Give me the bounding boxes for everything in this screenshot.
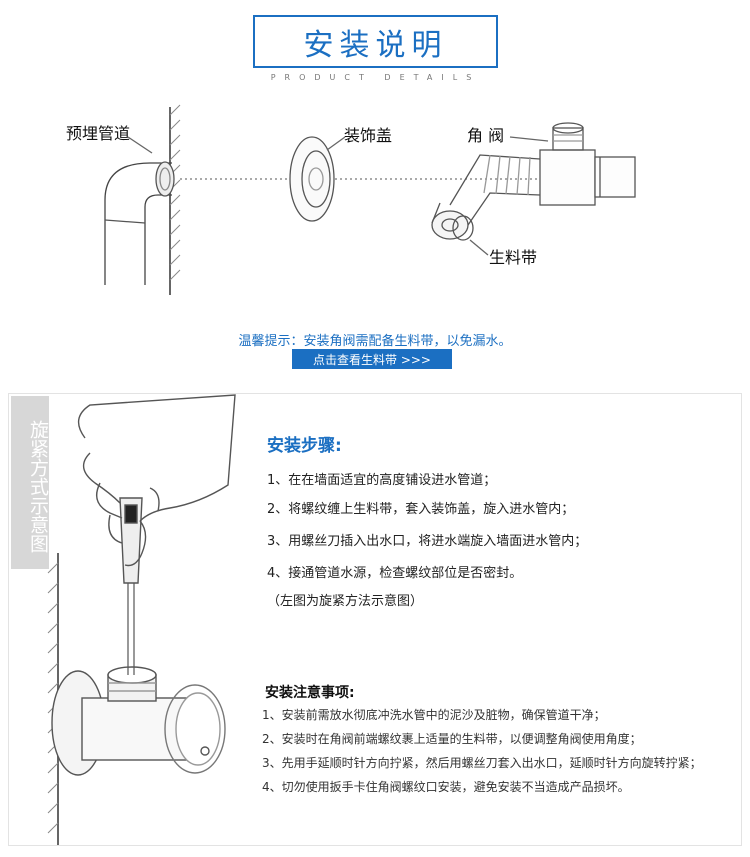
step-item: 3、用螺丝刀插入出水口，将进水端旋入墙面进水管内； (267, 534, 588, 549)
step-item: 2、将螺纹缠上生料带，套入装饰盖，旋入进水管内； (267, 502, 575, 517)
instructions-panel (8, 393, 742, 846)
label-cover: 装饰盖 (344, 126, 393, 145)
label-valve: 角 阀 (467, 126, 505, 145)
installation-diagram (104, 104, 636, 295)
note-item: 3、先用手延顺时针方向拧紧，然后用螺丝刀套入出水口，延顺时针方向旋转拧紧； (262, 756, 702, 770)
steps-title: 安装步骤: (267, 436, 342, 456)
title-box: 安装说明 (253, 15, 498, 68)
note-item: 2、安装时在角阀前端螺纹裹上适量的生料带，以便调整角阀使用角度； (262, 732, 642, 746)
note-item: 1、安装前需放水彻底冲洗水管中的泥沙及脏物，确保管道干净； (262, 708, 606, 722)
tip-text: 温馨提示：安装角阀需配备生料带，以免漏水。 (238, 334, 512, 349)
note-item: 4、切勿使用扳手卡住角阀螺纹口安装，避免安装不当造成产品损坏。 (262, 780, 630, 794)
page-subtitle: PRODUCT DETAILS (270, 73, 481, 82)
tightening-illustration (47, 394, 236, 845)
view-tape-button[interactable]: 点击查看生料带 >>> (292, 349, 452, 369)
notes-title: 安装注意事项: (265, 685, 355, 701)
side-tab-diagram-label: 旋紧方式示意图 (11, 396, 49, 569)
step-item: 1、在在墙面适宜的高度铺设进水管道； (267, 473, 497, 488)
step-item: 4、接通管道水源，检查螺纹部位是否密封。 (267, 566, 523, 581)
steps-note: （左图为旋紧方法示意图） (267, 594, 424, 609)
label-tape: 生料带 (489, 248, 538, 267)
label-pipe: 预埋管道 (66, 124, 131, 143)
page-title: 安装说明 (303, 27, 448, 63)
